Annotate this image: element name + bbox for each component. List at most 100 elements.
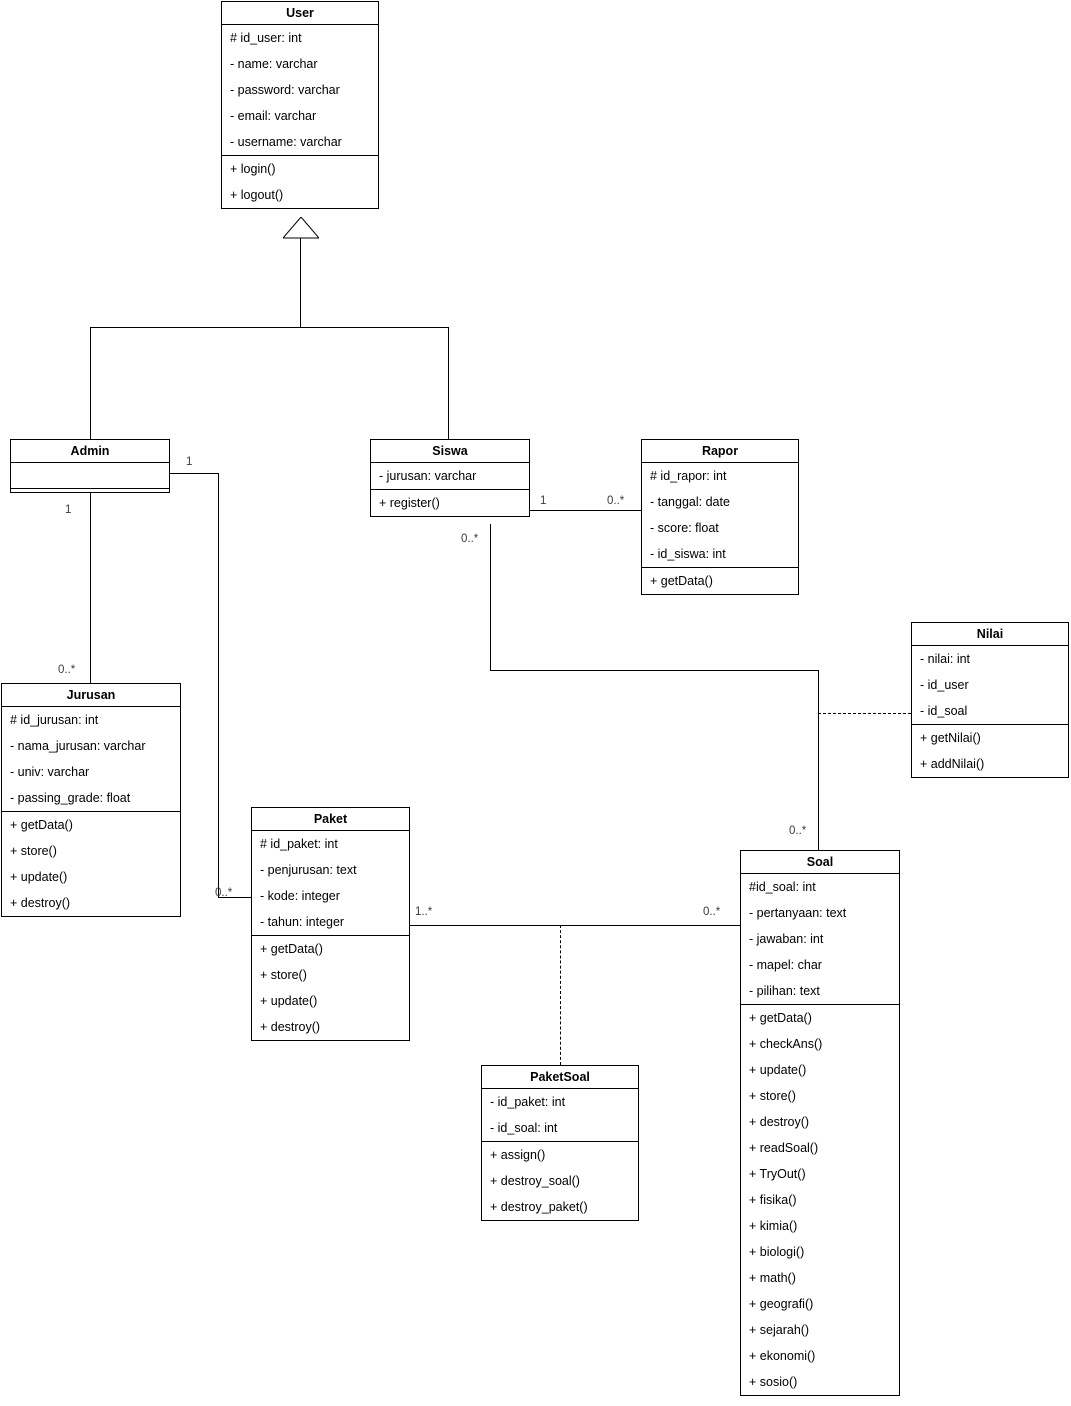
operation-row: + getNilai()	[920, 731, 981, 745]
mult-admin-bottom: 1	[65, 504, 72, 516]
class-operations-paketsoal: + assign() + destroy_soal() + destroy_pa…	[482, 1141, 638, 1220]
association-class-connector-paketsoal	[560, 925, 561, 1065]
class-title-siswa: Siswa	[371, 440, 529, 463]
class-box-paket[interactable]: Paket # id_paket: int - penjurusan: text…	[251, 807, 410, 1041]
generalization-stem-user	[300, 238, 301, 328]
class-attributes-paketsoal: - id_paket: int - id_soal: int	[482, 1089, 638, 1141]
class-title-admin: Admin	[11, 440, 169, 463]
operation-row: + math()	[749, 1271, 796, 1285]
attribute-row: - password: varchar	[230, 83, 340, 97]
class-box-paketsoal[interactable]: PaketSoal - id_paket: int - id_soal: int…	[481, 1065, 639, 1221]
mult-siswa-right: 1	[540, 495, 547, 507]
class-attributes-user: # id_user: int - name: varchar - passwor…	[222, 25, 378, 155]
operation-row: + destroy()	[749, 1115, 810, 1129]
mult-rapor-left: 0..*	[607, 495, 625, 507]
operation-row: + register()	[379, 496, 440, 510]
class-operations-paket: + getData() + store() + update() + destr…	[252, 935, 409, 1040]
assoc-paket-soal-line	[410, 925, 740, 926]
class-box-soal[interactable]: Soal #id_soal: int - pertanyaan: text - …	[740, 850, 900, 1396]
operation-row: + destroy()	[10, 896, 71, 910]
class-title-rapor: Rapor	[642, 440, 798, 463]
mult-admin-right: 1	[186, 456, 193, 468]
assoc-admin-paket-top	[170, 473, 219, 474]
operation-row: + destroy_paket()	[490, 1200, 588, 1214]
mult-paket-left: 0..*	[215, 887, 233, 899]
operation-row: + getData()	[749, 1011, 812, 1025]
operation-row: + destroy_soal()	[490, 1174, 580, 1188]
operation-row: + sejarah()	[749, 1323, 810, 1337]
class-attributes-admin	[11, 463, 169, 488]
attribute-row: # id_paket: int	[260, 837, 338, 851]
operation-row: + ekonomi()	[749, 1349, 816, 1363]
attribute-row: - pilihan: text	[749, 984, 820, 998]
operation-row: + getData()	[10, 818, 73, 832]
operation-row: + assign()	[490, 1148, 546, 1162]
operation-row: + readSoal()	[749, 1141, 819, 1155]
attribute-row: - id_user	[920, 678, 969, 692]
attribute-row: - pertanyaan: text	[749, 906, 847, 920]
assoc-siswa-soal-h	[490, 670, 819, 671]
class-attributes-soal: #id_soal: int - pertanyaan: text - jawab…	[741, 874, 899, 1004]
class-operations-nilai: + getNilai() + addNilai()	[912, 724, 1068, 777]
attribute-row: - penjurusan: text	[260, 863, 357, 877]
assoc-admin-jurusan-line	[90, 492, 91, 684]
mult-soal-top: 0..*	[789, 825, 807, 837]
assoc-siswa-soal-v2	[818, 670, 819, 850]
attribute-row: - id_soal	[920, 704, 968, 718]
operation-row: + biologi()	[749, 1245, 805, 1259]
mult-jurusan-top: 0..*	[58, 664, 76, 676]
operation-row: + store()	[749, 1089, 796, 1103]
mult-paket-right: 1..*	[415, 906, 433, 918]
class-title-paket: Paket	[252, 808, 409, 831]
attribute-row: - kode: integer	[260, 889, 340, 903]
class-box-rapor[interactable]: Rapor # id_rapor: int - tanggal: date - …	[641, 439, 799, 595]
class-title-jurusan: Jurusan	[2, 684, 180, 707]
class-operations-user: + login() + logout()	[222, 155, 378, 208]
attribute-row: - email: varchar	[230, 109, 317, 123]
operation-row: + store()	[10, 844, 57, 858]
assoc-siswa-rapor-line	[530, 510, 641, 511]
operation-row: + logout()	[230, 188, 284, 202]
operation-row: + checkAns()	[749, 1037, 823, 1051]
assoc-admin-paket-bottom	[218, 897, 251, 898]
class-operations-admin	[11, 488, 169, 492]
class-attributes-nilai: - nilai: int - id_user - id_soal	[912, 646, 1068, 724]
attribute-row: - id_paket: int	[490, 1095, 566, 1109]
attribute-row: - nama_jurusan: varchar	[10, 739, 146, 753]
class-title-user: User	[222, 2, 378, 25]
class-title-paketsoal: PaketSoal	[482, 1066, 638, 1089]
operation-row: + store()	[260, 968, 307, 982]
class-attributes-jurusan: # id_jurusan: int - nama_jurusan: varcha…	[2, 707, 180, 811]
attribute-row: - tanggal: date	[650, 495, 730, 509]
operation-row: + login()	[230, 162, 276, 176]
class-operations-rapor: + getData()	[642, 567, 798, 594]
operation-row: + geografi()	[749, 1297, 814, 1311]
class-box-nilai[interactable]: Nilai - nilai: int - id_user - id_soal +…	[911, 622, 1069, 778]
attribute-row: - score: float	[650, 521, 719, 535]
class-attributes-rapor: # id_rapor: int - tanggal: date - score:…	[642, 463, 798, 567]
attribute-row: - id_soal: int	[490, 1121, 558, 1135]
attribute-row: - nilai: int	[920, 652, 971, 666]
operation-row: + update()	[749, 1063, 807, 1077]
attribute-row: - jurusan: varchar	[379, 469, 477, 483]
operation-row: + getData()	[260, 942, 323, 956]
class-operations-jurusan: + getData() + store() + update() + destr…	[2, 811, 180, 916]
attribute-row: - passing_grade: float	[10, 791, 131, 805]
generalization-branch-admin	[90, 327, 91, 440]
attribute-row: - name: varchar	[230, 57, 318, 71]
generalization-branch-siswa	[448, 327, 449, 440]
dependency-soal-nilai	[818, 713, 911, 714]
operation-row: + update()	[260, 994, 318, 1008]
class-attributes-siswa: - jurusan: varchar	[371, 463, 529, 489]
class-box-siswa[interactable]: Siswa - jurusan: varchar + register()	[370, 439, 530, 517]
class-box-jurusan[interactable]: Jurusan # id_jurusan: int - nama_jurusan…	[1, 683, 181, 917]
attribute-row: #id_soal: int	[749, 880, 816, 894]
attribute-row: # id_jurusan: int	[10, 713, 99, 727]
operation-row: + TryOut()	[749, 1167, 806, 1181]
attribute-row: - univ: varchar	[10, 765, 90, 779]
mult-soal-left: 0..*	[703, 906, 721, 918]
generalization-bus-horizontal	[90, 327, 449, 328]
class-box-admin[interactable]: Admin	[10, 439, 170, 493]
operation-row: + update()	[10, 870, 68, 884]
class-box-user[interactable]: User # id_user: int - name: varchar - pa…	[221, 1, 379, 209]
